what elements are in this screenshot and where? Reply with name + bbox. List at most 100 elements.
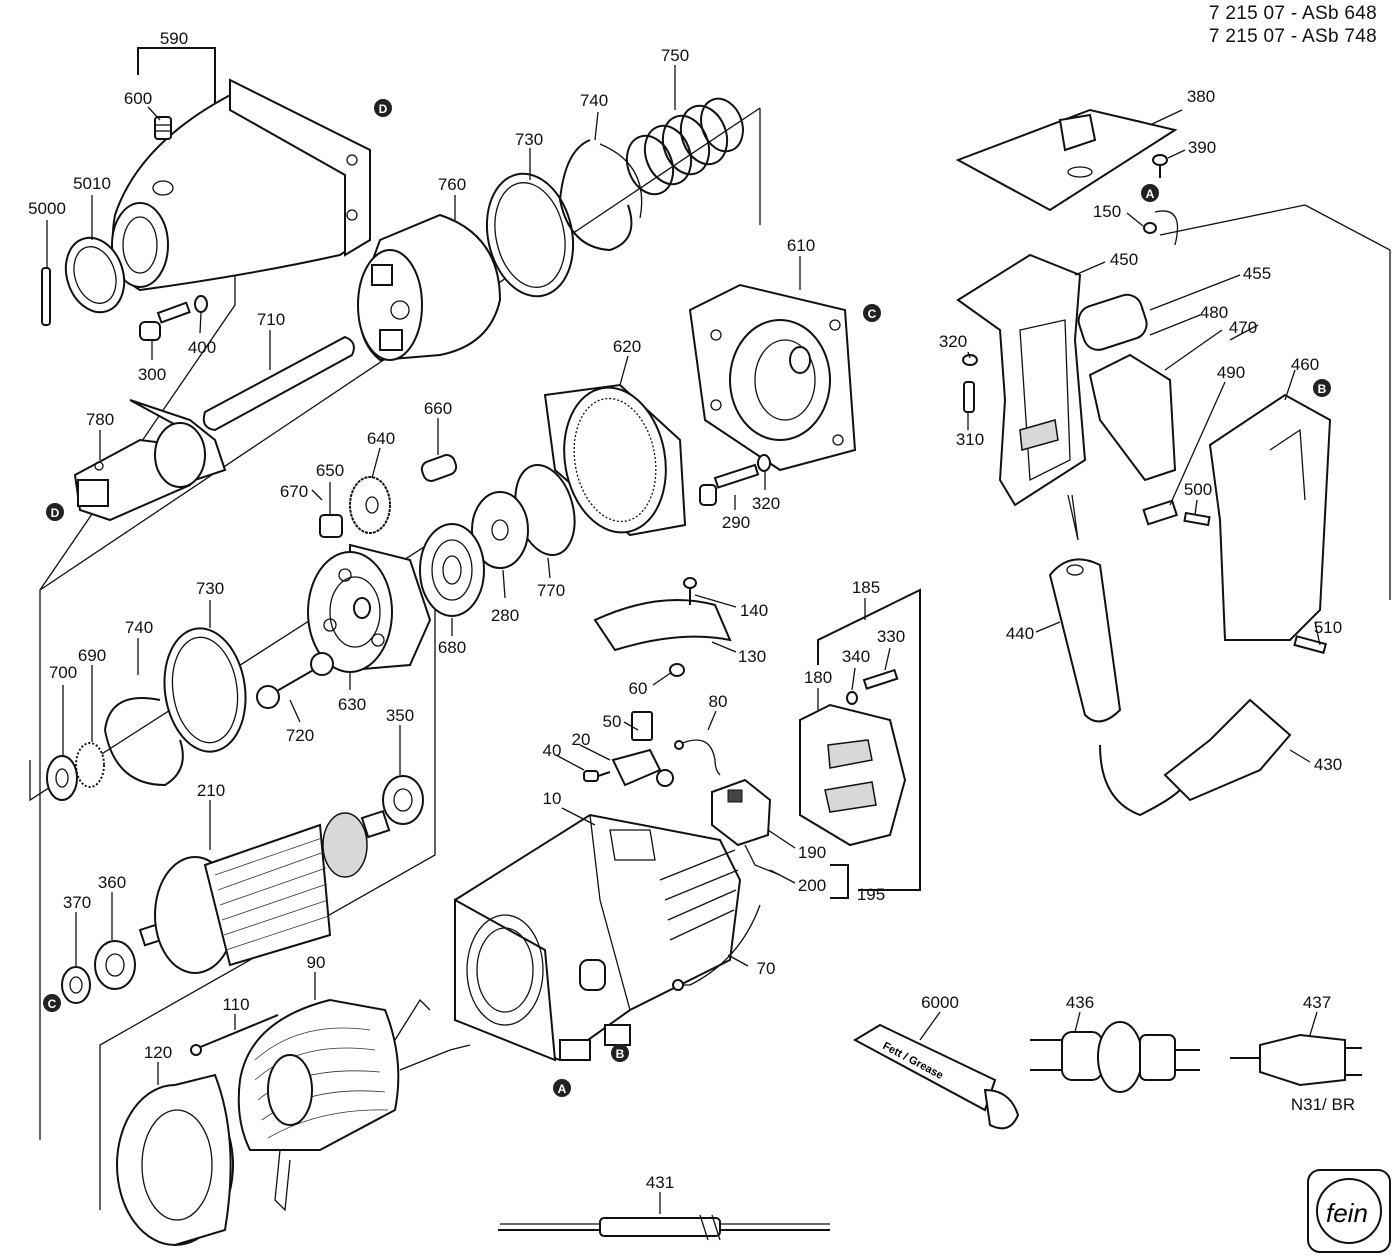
spring-750 — [625, 97, 744, 196]
anvil-780 — [73, 399, 227, 522]
label-770: 770 — [537, 581, 565, 600]
label-330: 330 — [877, 627, 905, 646]
screw-300 — [139, 301, 191, 341]
hammer-760 — [357, 213, 502, 362]
bracket-590 — [137, 47, 216, 115]
label-70: 70 — [757, 959, 776, 978]
label-390: 390 — [1188, 138, 1216, 157]
marker-a-bottom-text: A — [558, 1082, 567, 1096]
label-690: 690 — [78, 646, 106, 665]
gear-640 — [349, 476, 391, 534]
part-number-labels: 590 600 750 740 730 760 5010 5000 400 30… — [28, 29, 1355, 1192]
marker-c-plate: C — [863, 304, 881, 322]
washer-370 — [61, 966, 91, 1004]
logo-text: fein — [1326, 1198, 1368, 1228]
screw-60 — [669, 663, 685, 677]
washer-340 — [846, 691, 858, 705]
needle-bearing-650 — [319, 514, 343, 538]
screw-110 — [190, 1014, 279, 1056]
washer-320-handle — [962, 354, 978, 366]
marker-d-housing-text: D — [379, 102, 388, 116]
label-700: 700 — [49, 663, 77, 682]
label-470: 470 — [1229, 318, 1257, 337]
bearing-680 — [419, 523, 485, 617]
end-cap-180 — [799, 703, 907, 847]
grip-440 — [1048, 494, 1122, 723]
circlip-740-upper — [558, 139, 643, 252]
label-10: 10 — [543, 789, 562, 808]
planet-carrier-630 — [307, 543, 432, 673]
field-coil-90 — [237, 998, 471, 1212]
ring-730-upper — [485, 172, 575, 298]
label-310: 310 — [956, 430, 984, 449]
marker-c-armature-text: C — [48, 997, 57, 1011]
label-510: 510 — [1314, 618, 1342, 637]
ball-ring-690 — [75, 742, 105, 788]
leader-lines — [46, 65, 1321, 1214]
pin-660 — [420, 454, 458, 482]
screw-140 — [683, 577, 697, 605]
screw-40 — [583, 770, 611, 782]
marker-d-housing: D — [374, 99, 392, 117]
label-50: 50 — [603, 712, 622, 731]
label-200: 200 — [798, 876, 826, 895]
marker-c-armature: C — [43, 994, 61, 1012]
marker-d-anvil-text: D — [51, 506, 60, 520]
connector-436 — [1030, 1021, 1200, 1093]
screw-500 — [1183, 511, 1211, 527]
label-455: 455 — [1243, 264, 1271, 283]
cover-130 — [593, 599, 732, 652]
motor-housing-10 — [454, 813, 742, 1062]
label-290: 290 — [722, 513, 750, 532]
screw-290 — [699, 463, 760, 506]
label-590: 590 — [160, 29, 188, 48]
wire-80 — [674, 739, 721, 776]
clamp-490 — [1142, 499, 1178, 526]
o-ring-5010 — [64, 236, 126, 314]
wire-200 — [744, 844, 781, 876]
screw-330 — [862, 668, 899, 690]
plug-437 — [1230, 1033, 1362, 1087]
label-180: 180 — [804, 668, 832, 687]
label-650: 650 — [316, 461, 344, 480]
cap-480 — [1077, 293, 1148, 351]
label-plug-variant: N31/ BR — [1291, 1095, 1355, 1114]
screw-510 — [1293, 635, 1328, 654]
grease-tube-6000 — [852, 1023, 1020, 1130]
label-300: 300 — [138, 365, 166, 384]
label-600: 600 — [124, 89, 152, 108]
label-350: 350 — [386, 706, 414, 725]
label-660: 660 — [424, 399, 452, 418]
label-490: 490 — [1217, 363, 1245, 382]
marker-b-right: B — [1313, 379, 1331, 397]
bracket-185-195 — [817, 588, 921, 899]
screw-390 — [1152, 154, 1168, 178]
label-320-handle: 320 — [939, 332, 967, 351]
label-80: 80 — [709, 692, 728, 711]
label-440: 440 — [1006, 624, 1034, 643]
label-140: 140 — [740, 601, 768, 620]
housing-half-450 — [956, 253, 1087, 507]
doc-code-line-1: 7 215 07 - ASb 648 — [1208, 3, 1377, 24]
label-450: 450 — [1110, 250, 1138, 269]
label-430: 430 — [1314, 755, 1342, 774]
label-5000: 5000 — [28, 199, 66, 218]
label-120: 120 — [144, 1043, 172, 1062]
ring-730-lower — [163, 627, 247, 753]
bearing-350 — [382, 775, 424, 825]
set-screw-600 — [154, 116, 172, 140]
label-460: 460 — [1291, 355, 1319, 374]
screw-310 — [963, 381, 975, 413]
label-20: 20 — [572, 730, 591, 749]
label-500: 500 — [1184, 480, 1212, 499]
label-436: 436 — [1066, 993, 1094, 1012]
label-110: 110 — [222, 995, 249, 1014]
label-670: 670 — [280, 482, 308, 501]
cable-431 — [498, 1214, 830, 1241]
label-720: 720 — [286, 726, 314, 745]
marker-b-right-text: B — [1318, 382, 1327, 396]
seal-700 — [46, 755, 78, 801]
label-6000: 6000 — [921, 993, 959, 1012]
ball-shaft-720 — [256, 652, 334, 709]
label-437: 437 — [1303, 993, 1331, 1012]
